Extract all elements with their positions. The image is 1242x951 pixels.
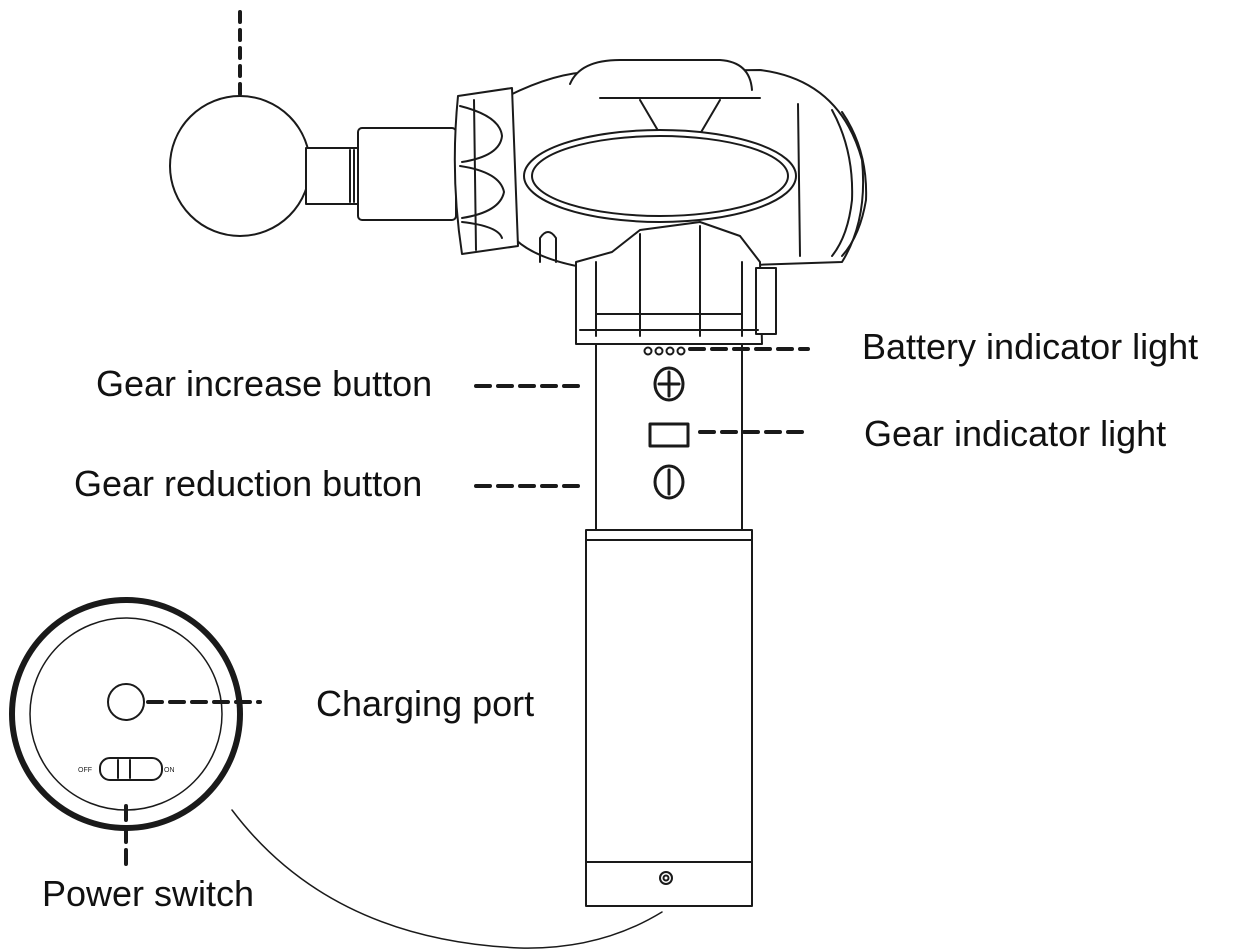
battery-indicator-dot	[654, 346, 664, 356]
gear-indicator-label: Gear indicator light	[864, 413, 1167, 454]
bottom-screw-icon	[659, 871, 673, 885]
battery-indicator-label: Battery indicator light	[862, 326, 1199, 367]
bottom-cap-inset: OFF ON	[9, 597, 243, 831]
gun-body	[453, 59, 868, 271]
battery-indicator-dot	[676, 346, 686, 356]
power-switch-label: Power switch	[42, 873, 255, 914]
gear-indicator-light	[648, 422, 690, 448]
charging-port-icon	[107, 683, 145, 721]
massage-ball-head	[169, 95, 457, 237]
gear-increase-label: Gear increase button	[96, 363, 433, 404]
battery-indicator-dot	[643, 346, 653, 356]
handle-grip	[585, 529, 753, 907]
switch-on-label: ON	[164, 767, 175, 774]
gear-reduction-label: Gear reduction button	[74, 463, 423, 504]
handle-control-panel	[595, 343, 743, 531]
power-switch-slider[interactable]	[99, 757, 163, 781]
gear-increase-button[interactable]	[653, 366, 685, 402]
charging-port-label: Charging port	[316, 683, 535, 724]
switch-off-label: OFF	[78, 767, 92, 774]
leader-lines	[124, 347, 810, 872]
battery-indicator-dot	[665, 346, 675, 356]
inset-connector-arc	[231, 809, 663, 949]
gear-reduction-button[interactable]	[653, 464, 685, 500]
